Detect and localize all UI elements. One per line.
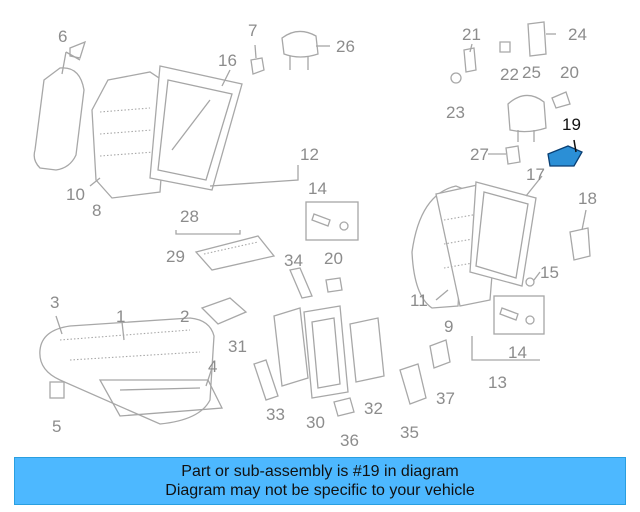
callout-26: 26 bbox=[336, 37, 355, 56]
callout-8: 8 bbox=[92, 201, 101, 220]
callout-14-left: 14 bbox=[308, 179, 327, 198]
part-34-wire bbox=[289, 267, 313, 299]
callout-27: 27 bbox=[470, 145, 489, 164]
callout-32: 32 bbox=[364, 399, 383, 418]
callout-6: 6 bbox=[58, 27, 67, 46]
callout-35: 35 bbox=[400, 423, 419, 442]
banner-line-2: Diagram may not be specific to your vehi… bbox=[165, 482, 475, 499]
callout-20-right: 20 bbox=[560, 63, 579, 82]
part-28-29-pad bbox=[175, 230, 276, 271]
callout-31: 31 bbox=[228, 337, 247, 356]
part-16-seatback-frame bbox=[149, 65, 243, 191]
part-37-cover bbox=[429, 339, 451, 369]
callout-10: 10 bbox=[66, 185, 85, 204]
parts-diagram: 1 2 3 4 5 6 7 8 9 10 11 12 13 14 14 15 1… bbox=[33, 21, 597, 450]
part-18-bracket bbox=[569, 227, 591, 261]
leader-lines-right bbox=[435, 33, 587, 361]
part-14-bolt-kit-left bbox=[305, 201, 359, 241]
part-24-cover bbox=[527, 21, 547, 57]
callout-21: 21 bbox=[462, 25, 481, 44]
part-14-bolt-kit-right bbox=[493, 295, 545, 335]
callout-24: 24 bbox=[568, 25, 587, 44]
callout-15: 15 bbox=[540, 263, 559, 282]
callout-20-center: 20 bbox=[324, 249, 343, 268]
callout-9: 9 bbox=[444, 317, 453, 336]
callout-29: 29 bbox=[166, 247, 185, 266]
banner-line-1: Part or sub-assembly is #19 in diagram bbox=[181, 463, 459, 480]
callout-14-right: 14 bbox=[508, 343, 527, 362]
callout-37: 37 bbox=[436, 389, 455, 408]
callout-36: 36 bbox=[340, 431, 359, 450]
callout-19: 19 bbox=[562, 115, 581, 134]
part-25-headrest bbox=[507, 94, 547, 142]
part-36-clip bbox=[333, 397, 355, 417]
part-1-seat-cushion bbox=[39, 317, 215, 425]
part-31-panel bbox=[273, 307, 309, 387]
part-20-clip bbox=[325, 277, 343, 293]
callout-28: 28 bbox=[180, 207, 199, 226]
part-23-washer bbox=[450, 72, 462, 84]
part-30-frame bbox=[303, 305, 349, 399]
callout-23: 23 bbox=[446, 103, 465, 122]
info-banner: Part or sub-assembly is #19 in diagram D… bbox=[14, 457, 626, 505]
leader-lines-bottom-left bbox=[55, 315, 213, 387]
part-27-guide bbox=[505, 145, 521, 165]
part-19-highlighted bbox=[547, 139, 583, 167]
part-17-seatback-frame-right bbox=[469, 181, 537, 287]
part-bracket-center bbox=[200, 297, 248, 325]
part-4-seat-frame bbox=[98, 379, 224, 417]
callout-33: 33 bbox=[266, 405, 285, 424]
callout-11: 11 bbox=[410, 291, 428, 310]
callout-5: 5 bbox=[52, 417, 61, 436]
callout-16: 16 bbox=[218, 51, 237, 70]
callout-7: 7 bbox=[248, 21, 257, 40]
part-15-bolt bbox=[525, 277, 535, 287]
part-35-bracket bbox=[399, 363, 427, 405]
part-7-clip bbox=[250, 57, 265, 75]
part-8-rear-seatback-cushion bbox=[91, 71, 169, 199]
part-32-trim bbox=[349, 317, 385, 383]
callout-1: 1 bbox=[116, 307, 125, 326]
part-20-guide-right bbox=[551, 91, 571, 109]
callout-4: 4 bbox=[208, 357, 217, 376]
callout-3: 3 bbox=[50, 293, 59, 312]
callout-2: 2 bbox=[180, 307, 189, 326]
leader-lines-left bbox=[61, 44, 330, 187]
callout-12: 12 bbox=[300, 145, 319, 164]
callout-17: 17 bbox=[526, 165, 545, 184]
part-22-clip bbox=[499, 41, 511, 53]
callout-30: 30 bbox=[306, 413, 325, 432]
callout-18: 18 bbox=[578, 189, 597, 208]
part-5-clip bbox=[49, 381, 65, 399]
part-33-strip bbox=[253, 359, 279, 401]
callout-13: 13 bbox=[488, 373, 507, 392]
part-26-headrest bbox=[281, 30, 319, 70]
callout-22: 22 bbox=[500, 65, 519, 84]
callout-34: 34 bbox=[284, 251, 303, 270]
callout-25: 25 bbox=[522, 63, 541, 82]
part-6-side-trim bbox=[33, 40, 87, 171]
